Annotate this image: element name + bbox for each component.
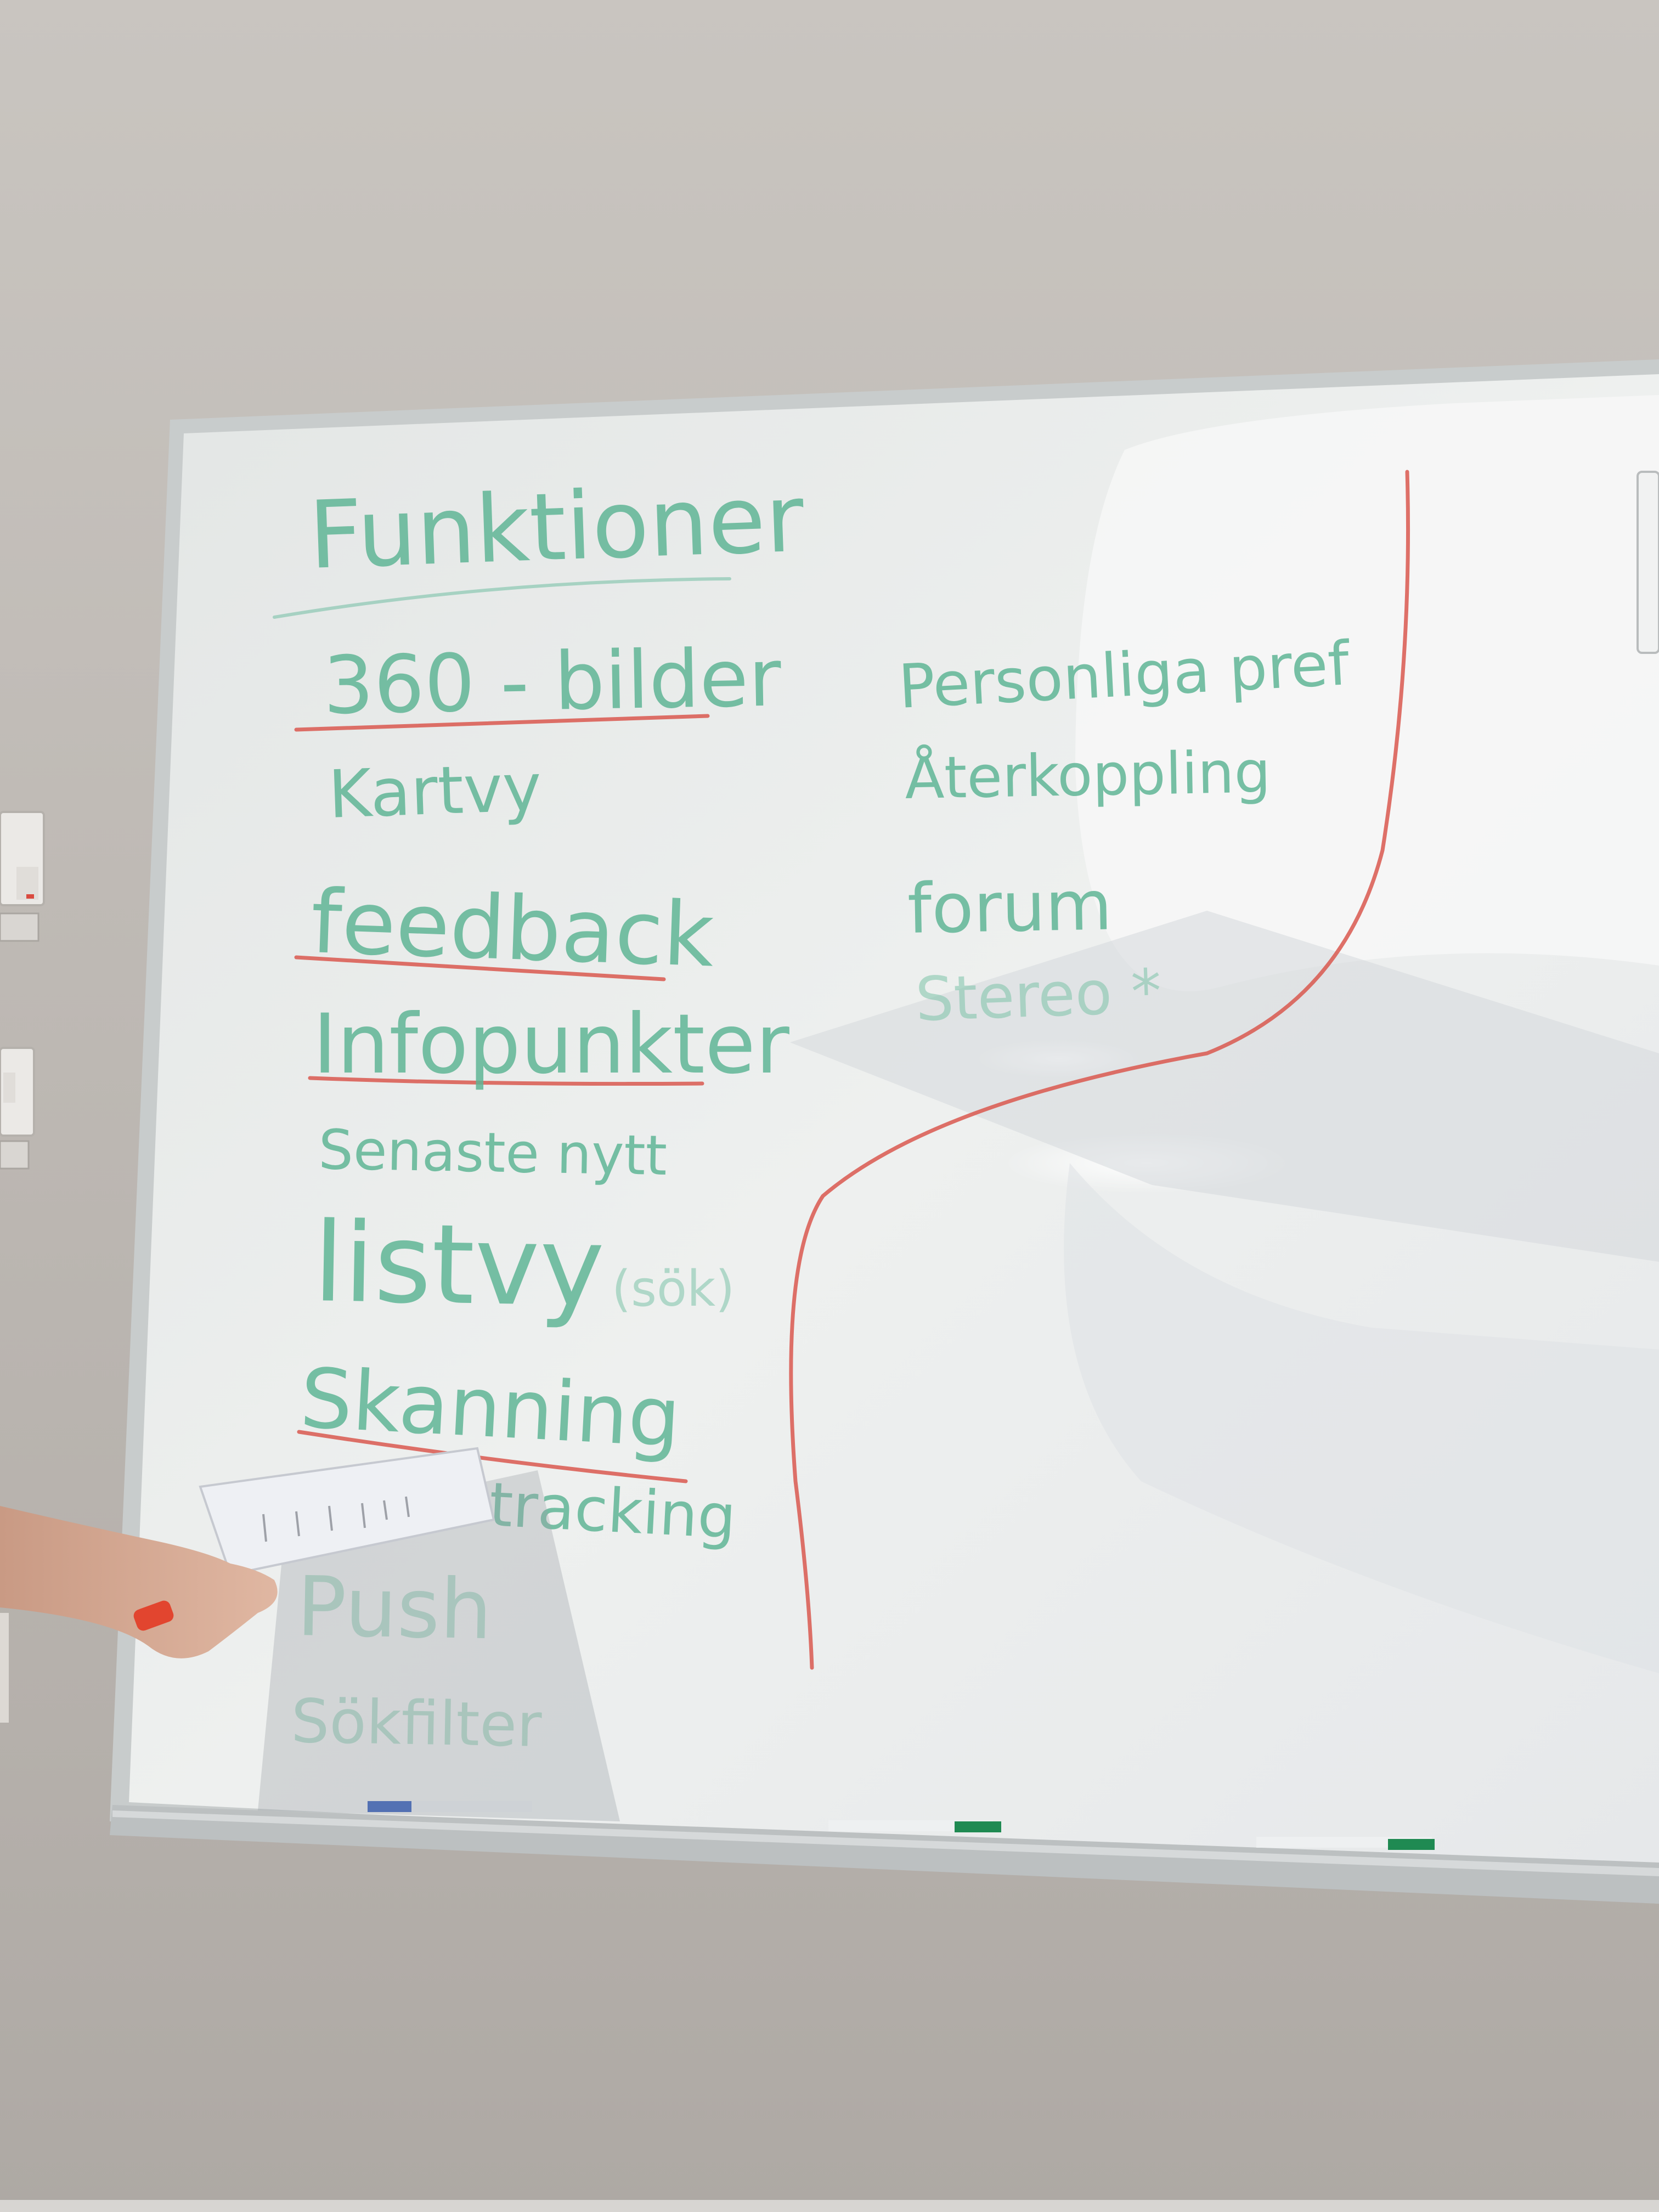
note-left-0: 360 - bilder (323, 631, 782, 732)
heading-underline (273, 577, 731, 619)
hand-shadow (258, 1470, 620, 1821)
note-left-10: Sökfilter (291, 1686, 543, 1760)
note-left-4: Senaste nytt (318, 1118, 668, 1188)
note-left-6: (sök) (612, 1260, 735, 1318)
light-switch-icon (0, 811, 45, 942)
whiteboard (110, 359, 1659, 1904)
note-right-1: Återkoppling (904, 738, 1271, 812)
note-left-9: Push (296, 1559, 493, 1658)
light-switch-icon (0, 1047, 35, 1170)
handwritten-notes: Funktioner 360 - bilder Kartvy feedback … (291, 465, 1352, 1760)
wall-plate (0, 1613, 9, 1723)
note-right-3: Stereo * (914, 956, 1163, 1035)
note-left-2: feedback (309, 870, 716, 987)
bottom-edge (0, 2200, 1659, 2212)
note-left-1: Kartvy (327, 750, 543, 833)
note-right-2: forum (907, 866, 1113, 949)
red-marker-lines (294, 470, 1410, 1670)
arm (0, 1506, 278, 1658)
whiteboard-heading: Funktioner (307, 465, 806, 590)
hand-holding-paper-and-red-marker (0, 1447, 495, 1658)
note-left-3: Infopunkter (313, 997, 789, 1092)
note-left-8: tracking (488, 1469, 738, 1552)
note-left-5: listvy (312, 1199, 605, 1331)
red-marker (133, 1600, 174, 1631)
paper-sheet (199, 1447, 495, 1576)
note-left-7: Skanning (298, 1351, 683, 1466)
